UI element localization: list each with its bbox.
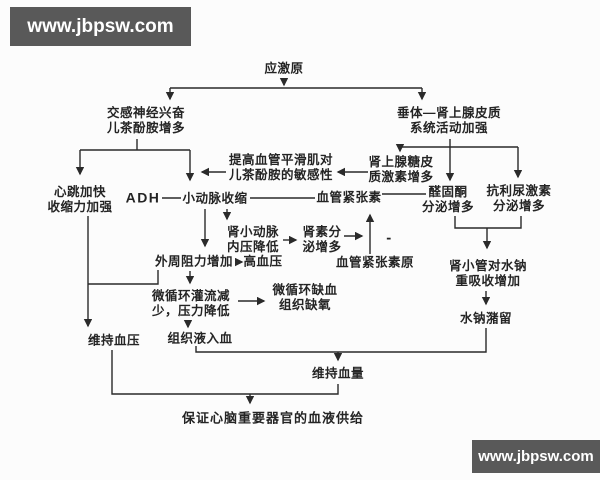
node-cardiac-line1: 心跳加快 <box>53 185 107 199</box>
node-tissue-fluid: 组织液入血 <box>167 331 233 346</box>
node-antidiuretic: 抗利尿激素 分泌增多 <box>486 184 551 214</box>
watermark-top-left: www.jbpsw.com <box>10 7 191 46</box>
node-renal-tubule-line2: 重吸收增加 <box>455 274 521 288</box>
node-aldosterone-line2: 分泌增多 <box>421 200 475 214</box>
node-perfusion-decrease: 微循环灌流减 少，压力降低 <box>152 289 230 319</box>
node-pituitary-adrenal: 垂体—肾上腺皮质 系统活动加强 <box>397 106 501 136</box>
node-renal-arteriole-line2: 内压降低 <box>226 240 280 254</box>
node-glucocorticoid: 肾上腺糖皮 质激素增多 <box>368 155 433 185</box>
node-glucocorticoid-line1: 肾上腺糖皮 <box>368 155 434 169</box>
node-sympathetic-line1: 交感神经兴奋 <box>106 106 186 120</box>
node-aldosterone: 醛固酮 分泌增多 <box>422 185 474 215</box>
node-pituitary-line1: 垂体—肾上腺皮质 <box>396 106 502 120</box>
flow-arrows <box>75 78 523 405</box>
node-sodium-retention: 水钠潴留 <box>459 311 513 326</box>
node-sensitivity: 提高血管平滑肌对 儿茶酚胺的敏感性 <box>229 153 333 183</box>
node-ischemia-line2: 组织缺氧 <box>278 298 332 312</box>
node-cardiac-line2: 收缩力加强 <box>47 200 113 214</box>
node-stressor: 应激原 <box>264 61 304 76</box>
node-maintain-bp: 维持血压 <box>87 333 141 348</box>
node-cardiac: 心跳加快 收缩力加强 <box>47 185 112 215</box>
node-renal-arteriole-line1: 肾小动脉 <box>226 225 280 239</box>
node-arteriole-constriction: 小动脉收缩 <box>182 191 248 206</box>
node-perfusion-line2: 少，压力降低 <box>151 304 231 318</box>
node-angiotensinogen: 血管紧张素原 <box>335 255 415 270</box>
node-renin: 肾素分 泌增多 <box>302 225 341 255</box>
minus-sign: - <box>386 229 392 247</box>
node-pituitary-line2: 系统活动加强 <box>409 121 489 135</box>
node-sympathetic-line2: 儿茶酚胺增多 <box>106 121 186 135</box>
node-renal-tubule: 肾小管对水钠 重吸收增加 <box>449 259 527 289</box>
node-ischemia: 微循环缺血 组织缺氧 <box>272 283 337 313</box>
node-renal-arteriole: 肾小动脉 内压降低 <box>227 225 279 255</box>
node-renin-line2: 泌增多 <box>302 240 342 254</box>
node-renin-line1: 肾素分 <box>302 225 342 239</box>
node-ischemia-line1: 微循环缺血 <box>272 283 338 297</box>
node-sympathetic: 交感神经兴奋 儿茶酚胺增多 <box>107 106 185 136</box>
node-antidiuretic-line1: 抗利尿激素 <box>486 184 552 198</box>
node-glucocorticoid-line2: 质激素增多 <box>368 170 434 184</box>
node-angiotensin: 血管紧张素 <box>316 190 382 205</box>
watermark-bottom-right: www.jbpsw.com <box>472 440 600 473</box>
node-peripheral-resistance: 外周阻力增加 <box>154 254 234 269</box>
node-aldosterone-line1: 醛固酮 <box>428 185 468 199</box>
node-renal-tubule-line1: 肾小管对水钠 <box>448 259 528 273</box>
node-hypertension: 高血压 <box>243 254 283 269</box>
node-perfusion-line1: 微循环灌流减 <box>151 289 231 303</box>
node-sensitivity-line1: 提高血管平滑肌对 <box>228 153 334 167</box>
node-maintain-volume: 维持血量 <box>311 366 365 381</box>
node-blood-supply: 保证心脑重要器官的血液供给 <box>181 410 365 426</box>
node-sensitivity-line2: 儿茶酚胺的敏感性 <box>228 168 334 182</box>
node-adh: ADH <box>125 189 161 206</box>
node-antidiuretic-line2: 分泌增多 <box>492 199 546 213</box>
